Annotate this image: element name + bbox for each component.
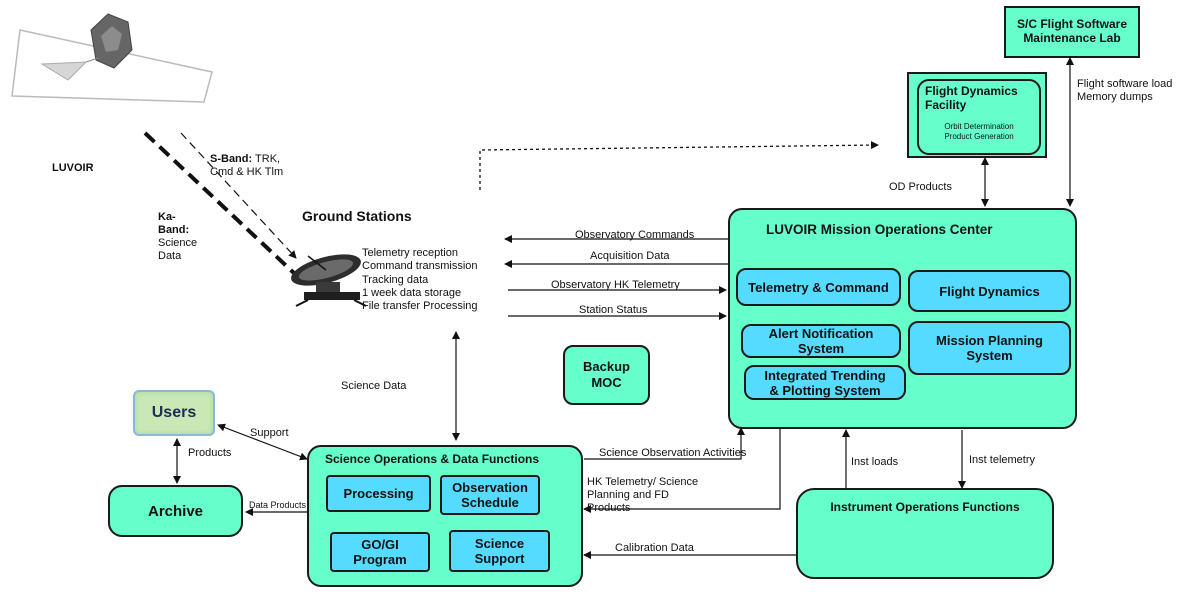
moc-title: LUVOIR Mission Operations Center <box>766 222 993 237</box>
calibration-data-label: Calibration Data <box>615 542 694 554</box>
obs-commands-label: Observatory Commands <box>575 229 695 241</box>
science-support-box[interactable]: Science Support <box>449 530 550 572</box>
sodf-title: Science Operations & Data Functions <box>325 452 540 466</box>
ground-stations-title: Ground Stations <box>302 208 412 224</box>
gs-function-item: 1 week data storage <box>362 286 462 299</box>
ground-to-fdf-link <box>479 141 879 190</box>
data-products-label: Data Products <box>249 500 307 510</box>
support-arrow <box>217 423 308 461</box>
support-label: Support <box>250 427 289 439</box>
sfsml-title: S/C Flight Software Maintenance Lab <box>1016 17 1127 45</box>
sband-link <box>180 132 297 259</box>
od-products-label: OD Products <box>889 181 952 193</box>
kaband-label: Ka- Band: <box>158 211 190 236</box>
fdf-title: Flight Dynamics Facility <box>925 84 1018 112</box>
gs-function-item: Tracking data <box>362 273 429 286</box>
gs-function-item: File transfer Processing <box>362 300 478 313</box>
iof-box[interactable]: Instrument Operations Functions <box>796 488 1054 579</box>
backup-moc-box[interactable]: Backup MOC <box>563 345 650 405</box>
spacecraft-icon <box>11 13 213 103</box>
gs-function-item: Command transmission <box>362 260 478 273</box>
alert-notification-box[interactable]: Alert Notification System <box>741 324 901 358</box>
sband-text: S-Band: TRK, Cmd & HK Tlm <box>210 140 283 179</box>
kaband-desc: Science Data <box>158 237 198 262</box>
inst-telemetry-label: Inst telemetry <box>969 454 1036 466</box>
fdf-desc: Orbit Determination Product Generation <box>944 122 1014 141</box>
fdf-box[interactable]: Flight Dynamics Facility Orbit Determina… <box>907 72 1047 158</box>
fdf-inner-frame <box>917 79 1041 155</box>
station-status-label: Station Status <box>579 304 648 316</box>
spacecraft-label: LUVOIR <box>52 162 94 174</box>
science-data-label: Science Data <box>341 380 407 392</box>
processing-box[interactable]: Processing <box>326 475 431 512</box>
gogi-program-box[interactable]: GO/GI Program <box>330 532 430 572</box>
iof-title: Instrument Operations Functions <box>830 500 1020 514</box>
users-box[interactable]: Users <box>133 390 215 436</box>
moc-box[interactable]: LUVOIR Mission Operations Center Telemet… <box>728 208 1077 429</box>
sci-obs-activities-arrow <box>584 427 745 460</box>
sband-label: S-Band: <box>210 153 253 165</box>
sci-obs-activities-label: Science Observation Activities <box>599 447 747 459</box>
inst-loads-label: Inst loads <box>851 456 899 468</box>
flight-dynamics-box[interactable]: Flight Dynamics <box>908 270 1071 312</box>
hk-sci-planning-label: HK Telemetry/ Science Planning and FD Pr… <box>587 476 699 514</box>
acq-data-label: Acquisition Data <box>590 250 670 262</box>
sband-desc: TRK, Cmd & HK Tlm <box>210 153 284 178</box>
mission-planning-box[interactable]: Mission Planning System <box>908 321 1071 375</box>
kaband-link <box>143 131 298 277</box>
observation-schedule-box[interactable]: Observation Schedule <box>440 475 540 515</box>
telemetry-command-box[interactable]: Telemetry & Command <box>736 268 901 306</box>
flight-sw-load-label: Flight software load Memory dumps <box>1077 78 1173 103</box>
products-label: Products <box>188 447 232 459</box>
trending-plotting-box[interactable]: Integrated Trending & Plotting System <box>744 365 906 400</box>
sodf-box[interactable]: Science Operations & Data Functions Proc… <box>307 445 583 587</box>
archive-box[interactable]: Archive <box>108 485 243 537</box>
satellite-dish-icon <box>291 254 367 307</box>
gs-function-item: Telemetry reception <box>362 247 458 259</box>
ground-stations-functions: Telemetry reception Command transmission… <box>362 247 478 313</box>
sfsml-box[interactable]: S/C Flight Software Maintenance Lab <box>1004 6 1140 58</box>
obs-hk-telemetry-label: Observatory HK Telemetry <box>551 279 680 291</box>
hk-sci-planning-arrow <box>583 428 781 513</box>
